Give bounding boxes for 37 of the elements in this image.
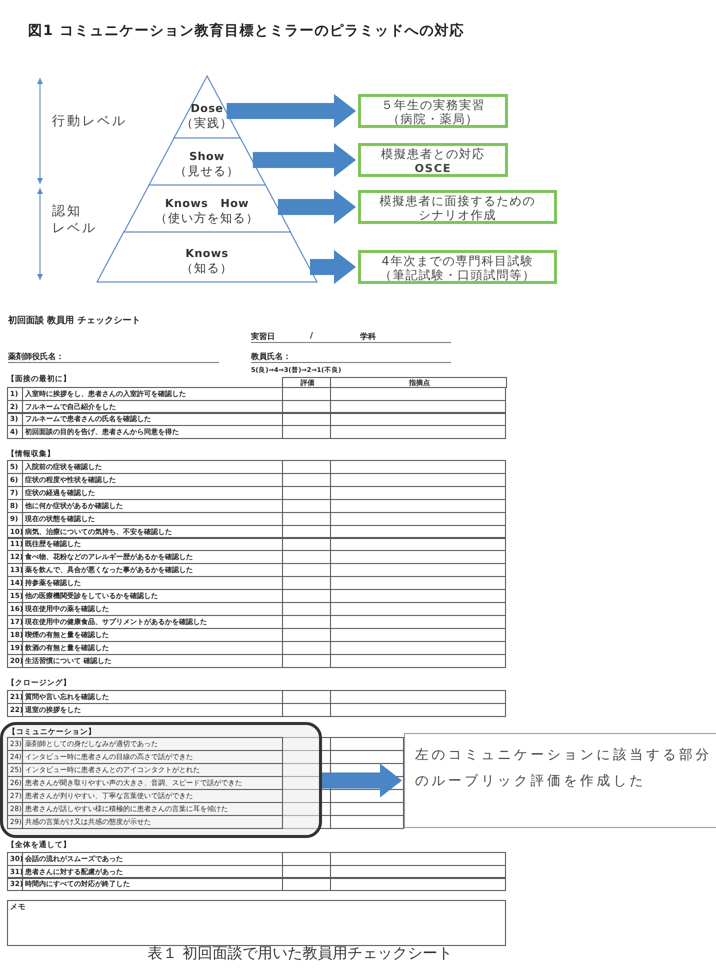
- table-caption: 表１ 初回面談で用いた教員用チェックシート: [146, 944, 454, 963]
- field-label: 学科: [360, 331, 376, 342]
- field-label: 教員氏名：: [251, 351, 291, 362]
- goal-text: ５年生の実務実習（病院・薬局）: [380, 98, 486, 126]
- goal-text: 模擬患者との対応: [381, 147, 485, 161]
- goal-text: 模擬患者に面接するためのシナリオ作成: [378, 194, 536, 222]
- pyramid-level: [174, 76, 240, 138]
- level-label: 認知レベル: [52, 203, 98, 237]
- note-box: [404, 733, 716, 828]
- level-name: Dose: [190, 102, 224, 115]
- arrow: [322, 764, 402, 798]
- arrow: [310, 250, 356, 284]
- figure-title: 図1 コミュニケーション教育目標とミラーのピラミッドへの対応: [28, 22, 465, 40]
- level-description: （実践）: [180, 115, 233, 132]
- arrow: [226, 94, 356, 128]
- goal-box: [358, 190, 557, 224]
- field-label: /: [310, 331, 313, 340]
- note-text: 左のコミュニケーションに該当する部分のルーブリック評価を作成した: [415, 746, 713, 791]
- level-description: （使い方を知る）: [154, 210, 259, 227]
- level-name: Show: [189, 150, 225, 163]
- goal-text: OSCE: [414, 162, 452, 176]
- sheet-title: 初回面談 教員用 チェックシート: [8, 314, 140, 327]
- goal-box: [358, 94, 508, 128]
- level-description: （知る）: [181, 260, 233, 277]
- pyramid-level: [124, 185, 290, 232]
- field-label: 実習日: [251, 331, 275, 342]
- pyramid-level: [97, 232, 317, 282]
- goal-box: [358, 250, 557, 284]
- goal-box: [358, 143, 508, 177]
- field-label: 薬剤師役氏名：: [8, 351, 64, 362]
- level-name: Knows How: [165, 197, 249, 210]
- level-description: （見せる）: [174, 163, 240, 180]
- pyramid-level: [148, 138, 266, 185]
- level-name: Knows: [185, 247, 229, 260]
- level-label: 行動レベル: [52, 113, 127, 130]
- highlight-frame: [0, 722, 322, 838]
- goal-text: 4年次までの専門科目試験（筆記試験・口頭試問等）: [378, 254, 536, 282]
